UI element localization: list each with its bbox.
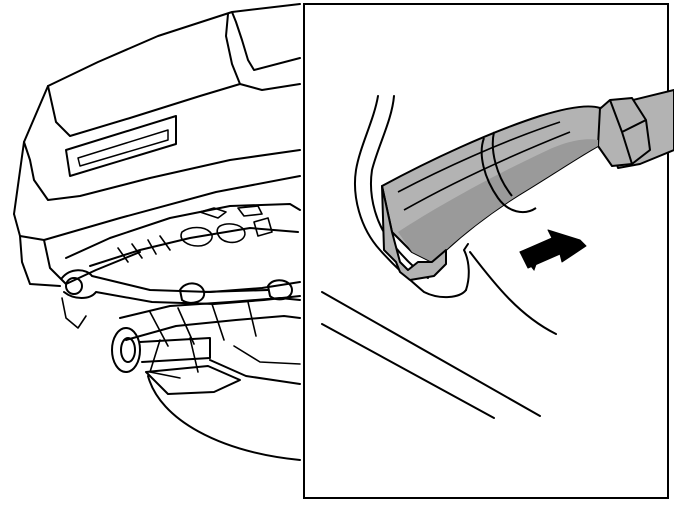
axle-beam-lower bbox=[125, 315, 301, 341]
jack-wheel-inner bbox=[120, 337, 136, 363]
jack-body bbox=[139, 337, 211, 363]
floor-rib-1 bbox=[117, 235, 171, 263]
tool-grip-ring bbox=[480, 137, 537, 214]
body-corner-top bbox=[231, 11, 301, 71]
body-corner-side bbox=[225, 13, 301, 91]
wheel-wrench-tool bbox=[381, 89, 674, 281]
axle-bracket bbox=[179, 282, 206, 304]
tool-sleeve-shadow bbox=[398, 139, 598, 262]
side-sill bbox=[61, 297, 87, 329]
tow-eye-recess-ledge bbox=[463, 243, 470, 291]
vehicle-underside-view bbox=[13, 3, 301, 461]
rear-body-top-crease bbox=[47, 83, 241, 137]
floor-rib-3 bbox=[216, 223, 246, 244]
detail-inset-content bbox=[321, 95, 557, 419]
axle-link bbox=[203, 289, 269, 293]
floor-rib-4 bbox=[253, 217, 273, 237]
bumper-lower-lip bbox=[19, 235, 61, 287]
jack-wheel bbox=[111, 327, 141, 373]
rear-body-inner-edge bbox=[23, 141, 301, 201]
bumper-edge-line-upper bbox=[321, 291, 541, 417]
jack-base bbox=[145, 365, 241, 395]
floor-rib-5 bbox=[199, 205, 263, 219]
license-plate-inner bbox=[77, 129, 169, 167]
tool-ridge-2 bbox=[403, 131, 571, 211]
tool-ridge-1 bbox=[397, 121, 561, 193]
jack-arm bbox=[149, 337, 199, 379]
detail-callout-outline bbox=[147, 375, 301, 461]
arrow-left-down-icon-head bbox=[519, 241, 545, 272]
tow-eye-recess-outer bbox=[354, 95, 467, 298]
detail-inset-frame bbox=[303, 3, 669, 499]
floor-rib-2 bbox=[180, 226, 213, 247]
axle-bracket-2 bbox=[267, 279, 293, 301]
axle-strut bbox=[149, 301, 257, 347]
exhaust-pipe bbox=[61, 269, 301, 293]
panel-curve bbox=[469, 251, 557, 335]
bumper-edge-line-lower bbox=[321, 323, 495, 419]
exhaust-tip bbox=[65, 277, 83, 295]
underbody-lower-edge-2 bbox=[233, 345, 301, 365]
tow-eye-recess-inner bbox=[370, 95, 429, 279]
license-plate-recess bbox=[65, 115, 177, 177]
tool-hex-edge bbox=[609, 99, 647, 165]
rear-body-shell-lower bbox=[13, 175, 301, 241]
underbody-lower-edge bbox=[209, 359, 301, 385]
tool-tip bbox=[381, 185, 447, 281]
